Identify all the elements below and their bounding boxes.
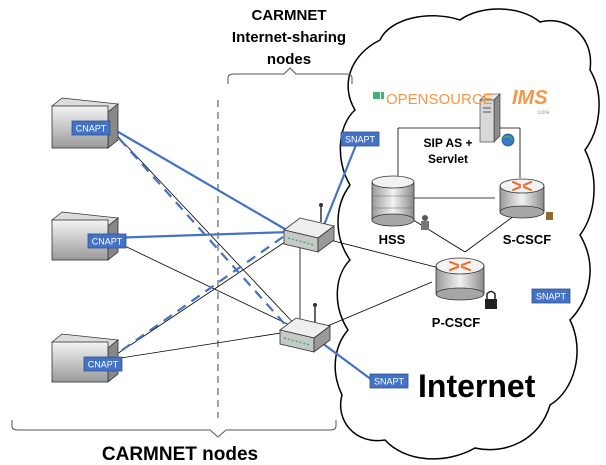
internet-label: Internet (418, 368, 536, 404)
sip-as-server-icon (479, 93, 515, 147)
lock-icon (485, 290, 497, 309)
snapt-tag-1: SNAPT (340, 131, 380, 147)
wireless-router-1 (283, 203, 335, 253)
carmnet-sharing-title-line2: Internet-sharing (232, 29, 346, 46)
blue-links (107, 125, 373, 381)
scscf-router-icon (499, 178, 553, 220)
snapt-tag-2: SNAPT (531, 288, 571, 304)
carmnet-sharing-title-line1: CARMNET (252, 7, 327, 24)
sip-as-label-line1: SIP AS + (423, 136, 472, 150)
svg-text:CNAPT: CNAPT (92, 237, 123, 247)
pcscf-router-icon (435, 257, 497, 309)
hss-label: HSS (379, 232, 406, 247)
hss-database-icon (371, 175, 429, 230)
pcscf-label: P-CSCF (432, 315, 480, 330)
carmnet-sharing-title-line3: nodes (267, 51, 311, 68)
svg-text:CNAPT: CNAPT (88, 360, 119, 370)
svg-text:SNAPT: SNAPT (374, 377, 405, 387)
svg-text:OPENSOURCE: OPENSOURCE (386, 91, 493, 108)
carmnet-nodes-brace (11, 420, 337, 438)
opensource-ims-logo: OPENSOURCE IMS core (373, 87, 550, 116)
svg-text:SNAPT: SNAPT (345, 135, 376, 145)
cnapt-device-2 (50, 211, 120, 261)
internet-cloud (334, 8, 600, 460)
cnapt-tag-3: CNAPT (83, 356, 123, 372)
internet-sharing-brace (227, 67, 353, 84)
carmnet-nodes-title: CARMNET nodes (102, 444, 258, 465)
scscf-label: S-CSCF (503, 232, 551, 247)
svg-text:SNAPT: SNAPT (536, 292, 567, 302)
svg-text:IMS: IMS (512, 87, 548, 109)
sip-as-label-line2: Servlet (428, 152, 468, 166)
snapt-tag-3: SNAPT (369, 373, 409, 389)
svg-text:CNAPT: CNAPT (76, 124, 107, 134)
cnapt-tag-2: CNAPT (87, 233, 127, 249)
cnapt-tag-1: CNAPT (71, 120, 111, 136)
svg-text:core: core (538, 110, 550, 116)
wireless-router-2 (279, 303, 331, 353)
